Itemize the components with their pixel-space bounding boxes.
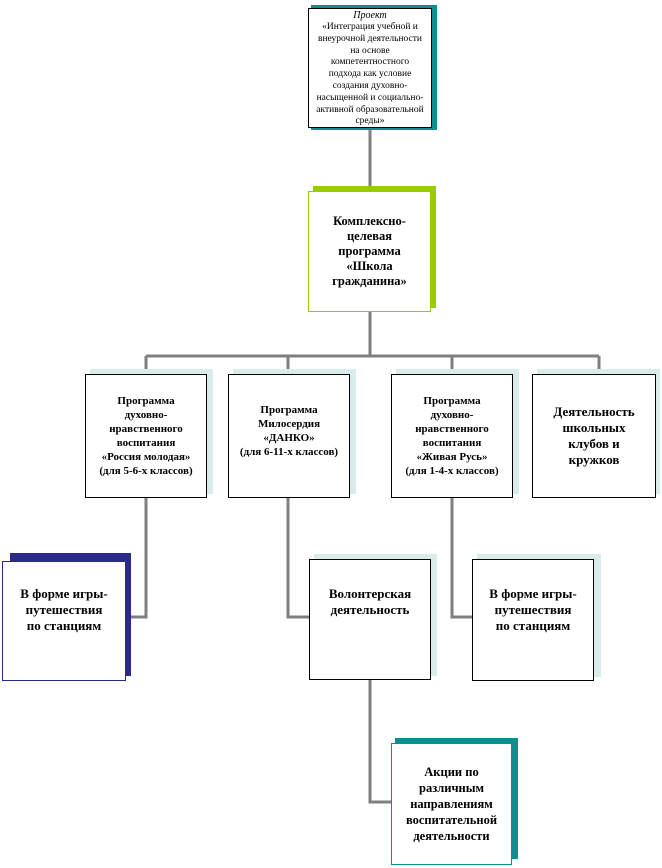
sub-title-games-right: В форме игры- путешествия по станциям [489,586,577,633]
branch-box-danko: Программа Милосердия «ДАНКО» (для 6-11-х… [228,374,350,498]
project-heading: Проект [353,10,387,21]
sub-box-volunteer: Волонтерская деятельность [309,559,431,680]
line-branch-3-to-games [450,498,472,619]
program-box: Комплексно- целевая программа «Школа гра… [308,191,431,312]
sub-box-actions: Акции по различным направлениям воспитат… [391,743,512,865]
branch-title-danko: Программа Милосердия «ДАНКО» (для 6-11-х… [239,404,339,458]
sub-box-games-right: В форме игры- путешествия по станциям [472,559,594,681]
branch-box-zhivaya-rus: Программа духовно- нравственного воспита… [391,374,513,498]
branch-title-zhivaya-rus: Программа духовно- нравственного воспита… [405,395,499,477]
project-box: Проект «Интеграция учебной и внеурочной … [308,8,432,128]
sub-title-games-left: В форме игры- путешествия по станциям [20,586,108,633]
branch-title-clubs: Деятельность школьных клубов и кружков [553,404,635,467]
sub-box-games-left: В форме игры- путешествия по станциям [2,561,126,681]
branch-box-clubs: Деятельность школьных клубов и кружков [532,374,656,498]
sub-title-actions: Акции по различным направлениям воспитат… [405,765,498,843]
line-branch-1-to-games [126,498,148,619]
project-title: «Интеграция учебной и внеурочной деятель… [316,22,424,127]
sub-title-volunteer: Волонтерская деятельность [328,586,412,617]
line-branch-2-to-volunteer [286,498,309,619]
line-volunteer-to-actions [368,680,391,804]
branch-title-russia-molodaya: Программа духовно- нравственного воспита… [99,395,193,477]
branch-box-russia-molodaya: Программа духовно- нравственного воспита… [85,374,207,498]
program-title: Комплексно- целевая программа «Школа гра… [332,214,407,288]
